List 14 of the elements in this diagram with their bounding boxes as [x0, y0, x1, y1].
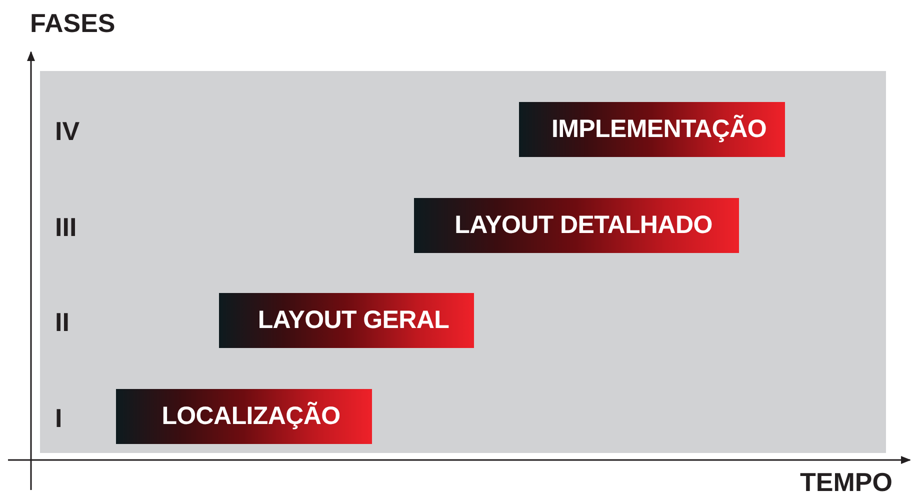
axis-title: FASES: [30, 10, 116, 36]
row-label: I: [55, 405, 62, 431]
phase-bar: [414, 198, 739, 253]
row-label: II: [55, 309, 70, 335]
phase-label: IMPLEMENTAÇÃO: [551, 115, 767, 144]
axis-title: TEMPO: [800, 469, 892, 495]
row-label: IV: [55, 118, 80, 144]
row-label: III: [55, 214, 77, 240]
phase-bar: [519, 102, 785, 157]
phase-bar: [219, 293, 474, 348]
phase-label: LAYOUT DETALHADO: [454, 211, 712, 240]
phase-label: LOCALIZAÇÃO: [162, 402, 340, 431]
phase-label: LAYOUT GERAL: [258, 306, 450, 335]
phase-bar: [116, 389, 372, 444]
